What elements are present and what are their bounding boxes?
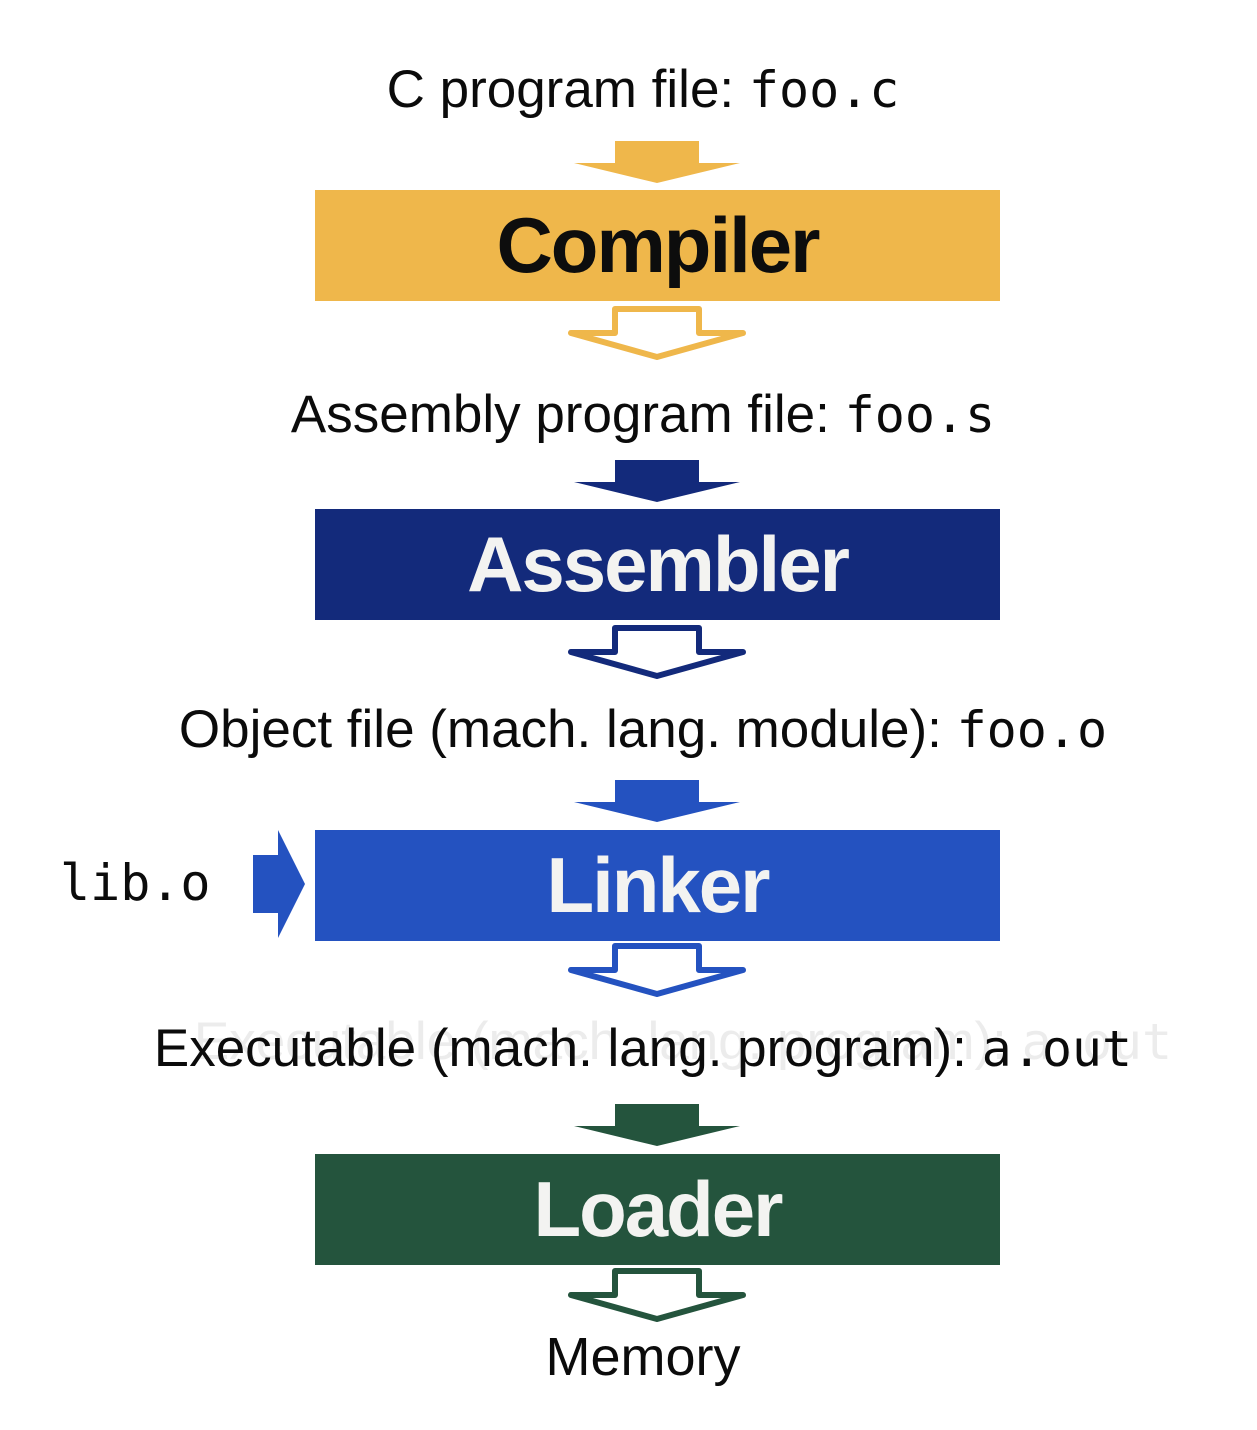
- label-text: Object file (mach. lang. module):: [178, 700, 957, 759]
- arrow-down-loader-output-icon: [568, 1268, 746, 1322]
- arrow-down-to-linker-icon: [574, 780, 740, 822]
- label-memory: Memory: [29, 1324, 1257, 1390]
- linker-box-label: Linker: [546, 841, 770, 929]
- arrow-down-to-assembler-icon: [574, 460, 740, 502]
- label-executable: Executable (mach. lang. program): a.out: [29, 1016, 1257, 1082]
- assembler-box: Assembler: [315, 509, 1000, 620]
- linker-box: Linker: [315, 830, 1000, 941]
- file-name-lib-o: lib.o: [60, 854, 211, 912]
- file-name-a-out: a.out: [981, 1020, 1133, 1078]
- arrow-down-to-loader-icon: [574, 1104, 740, 1146]
- arrow-down-linker-output-icon: [568, 943, 746, 997]
- arrow-down-compiler-output-icon: [568, 306, 746, 360]
- loader-box-label: Loader: [533, 1165, 783, 1253]
- arrow-right-lib-to-linker-icon: [253, 830, 305, 938]
- assembler-box-label: Assembler: [467, 520, 850, 608]
- compiler-box-label: Compiler: [496, 201, 820, 289]
- file-name-foo-s: foo.s: [844, 386, 996, 444]
- label-text-ghost: Executable (mach. lang. program):: [193, 1012, 1022, 1071]
- file-name-foo-o: foo.o: [956, 701, 1108, 759]
- label-object-file: Object file (mach. lang. module): foo.o: [29, 697, 1257, 763]
- label-executable-ghost: Executable (mach. lang. program): a.out: [69, 1009, 1257, 1075]
- label-text: Assembly program file:: [290, 385, 845, 444]
- arrow-down-assembler-output-icon: [568, 625, 746, 679]
- label-text: C program file:: [386, 60, 749, 119]
- file-name-foo-c: foo.c: [748, 61, 900, 119]
- arrow-down-to-compiler-icon: [574, 141, 740, 183]
- loader-box: Loader: [315, 1154, 1000, 1265]
- file-name-a-out-ghost: a.out: [1021, 1013, 1173, 1071]
- label-lib-o: lib.o: [60, 853, 235, 913]
- label-text: Executable (mach. lang. program):: [153, 1019, 982, 1078]
- compiler-box: Compiler: [315, 190, 1000, 301]
- label-c-program-file: C program file: foo.c: [29, 57, 1257, 123]
- label-assembly-program-file: Assembly program file: foo.s: [29, 382, 1257, 448]
- memory-text: Memory: [545, 1327, 741, 1387]
